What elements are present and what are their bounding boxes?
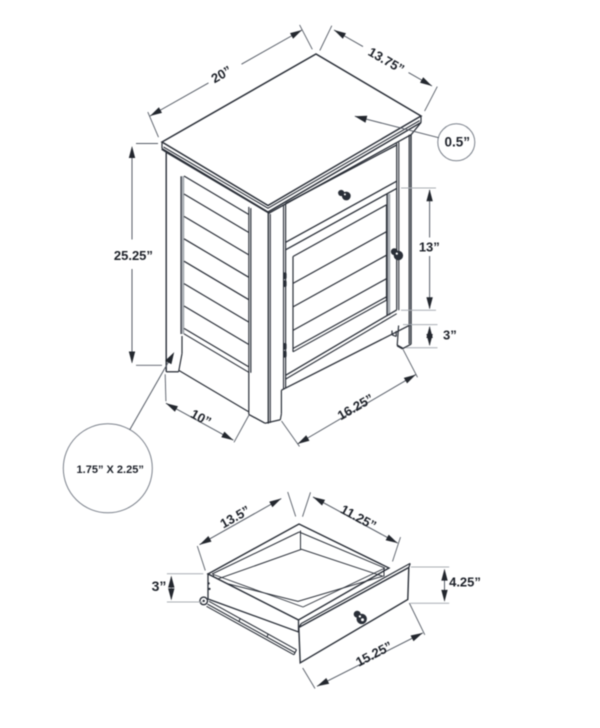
svg-text:13”: 13” [419, 240, 440, 255]
svg-text:3”: 3” [152, 578, 167, 594]
svg-text:0.5”: 0.5” [445, 135, 471, 150]
svg-text:25.25”: 25.25” [114, 248, 153, 263]
svg-text:1.75” X 2.25”: 1.75” X 2.25” [77, 464, 144, 476]
svg-text:3”: 3” [443, 327, 457, 342]
svg-text:4.25”: 4.25” [449, 575, 481, 590]
